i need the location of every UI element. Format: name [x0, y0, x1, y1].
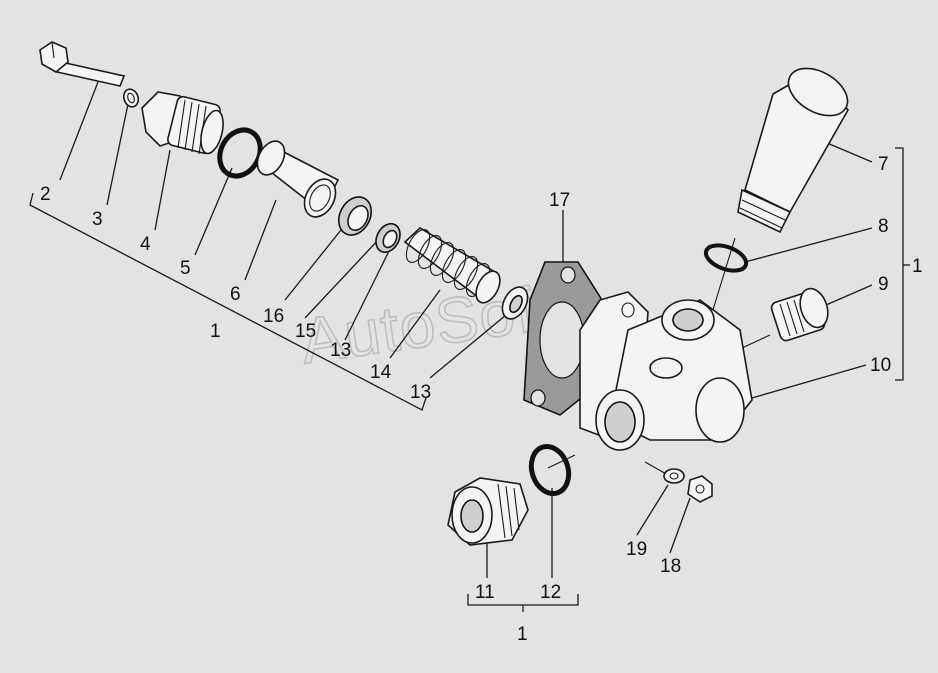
part-18-nut — [687, 475, 713, 503]
label-13-lower: 13 — [410, 382, 431, 403]
part-2-bolt — [39, 41, 126, 87]
label-1-left: 1 — [210, 321, 221, 342]
bracket-bottom — [467, 594, 579, 612]
leader-lines — [59, 81, 873, 578]
part-7-cap — [737, 67, 849, 234]
part-19-washer — [663, 468, 685, 484]
label-11: 11 — [475, 582, 495, 603]
label-8: 8 — [878, 216, 889, 237]
callout-labels: 2 3 4 5 6 1 16 15 13 14 13 17 7 8 9 1 10… — [40, 154, 923, 645]
part-12-oring — [528, 444, 572, 496]
part-15-ring — [375, 222, 401, 254]
label-18: 18 — [660, 556, 681, 577]
label-17: 17 — [549, 190, 570, 211]
part-13-washer — [501, 286, 529, 320]
label-10: 10 — [870, 355, 891, 376]
label-3: 3 — [92, 209, 103, 230]
label-13-upper: 13 — [330, 340, 351, 361]
part-11-fitting — [447, 477, 529, 546]
part-9-plug — [770, 287, 829, 342]
label-19: 19 — [626, 539, 647, 560]
part-8-oring — [703, 243, 749, 273]
label-1-right: 1 — [912, 256, 923, 277]
part-3-washer — [122, 88, 140, 108]
label-7: 7 — [878, 154, 889, 175]
part-6-sleeve — [256, 140, 340, 218]
label-6: 6 — [230, 284, 241, 305]
part-4-fitting — [141, 91, 224, 155]
label-16: 16 — [263, 306, 284, 327]
label-4: 4 — [140, 234, 151, 255]
label-12: 12 — [540, 582, 561, 603]
label-1-bottom: 1 — [517, 624, 528, 645]
label-2: 2 — [40, 184, 51, 205]
part-10-housing — [579, 291, 753, 451]
bracket-left — [29, 192, 427, 411]
bracket-right — [895, 147, 910, 381]
part-14-spring — [403, 227, 501, 304]
label-15: 15 — [295, 321, 316, 342]
label-9: 9 — [878, 274, 889, 295]
part-16-bushing — [337, 196, 373, 236]
label-14: 14 — [370, 362, 392, 383]
label-5: 5 — [180, 258, 191, 279]
